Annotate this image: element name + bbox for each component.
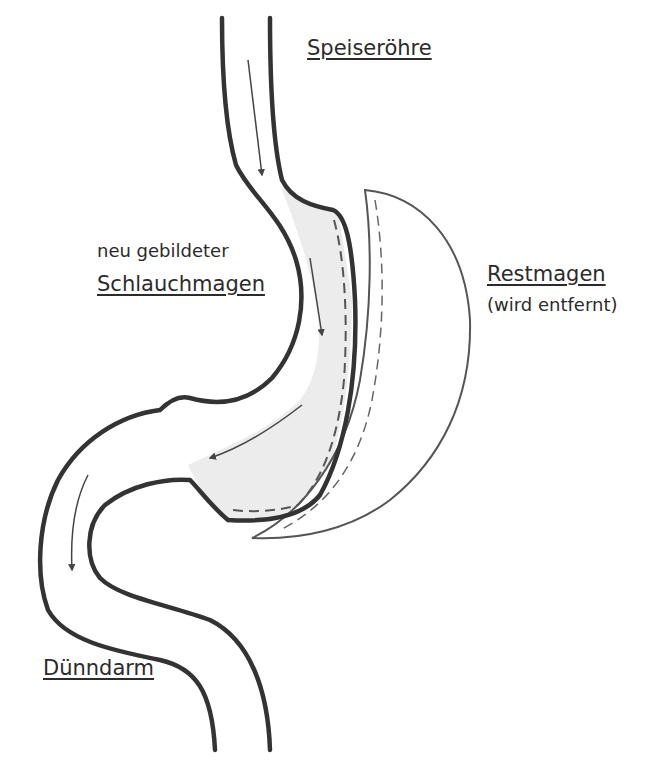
organ-label: Speiseröhre (307, 36, 432, 61)
organ-label: Schlauchmagen (97, 272, 265, 297)
organ-note: neu gebildeter (97, 240, 229, 262)
organ-label: Restmagen (487, 262, 606, 287)
organ-note: (wird entfernt) (487, 294, 618, 316)
organ-label: Dünndarm (43, 656, 154, 681)
